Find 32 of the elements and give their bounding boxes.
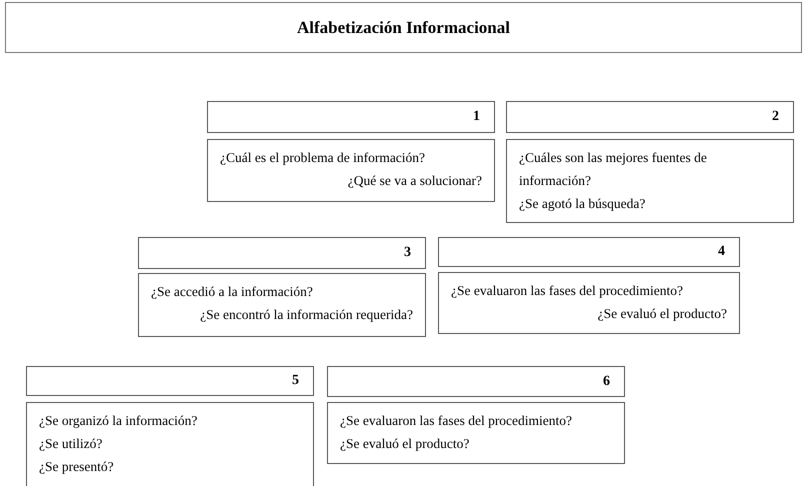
step-number: 6 (603, 374, 610, 390)
question-text: ¿Se presentó? (39, 458, 114, 476)
question-text: ¿Se evaluaron las fases del procedimiento? (340, 412, 572, 430)
question-panel (26, 402, 314, 486)
step-number: 5 (292, 373, 299, 389)
step-number: 2 (772, 109, 779, 125)
question-text: ¿Se organizó la información? (39, 412, 198, 430)
step-header-box (327, 366, 625, 397)
question-panel (438, 272, 740, 334)
title: Alfabetización Informacional (297, 18, 510, 38)
step-header-box (138, 237, 426, 269)
step-number: 1 (473, 109, 480, 125)
step-header-box (438, 237, 740, 267)
step-number: 4 (718, 244, 725, 260)
question-text: ¿Se accedió a la información? (151, 283, 313, 301)
question-text: ¿Qué se va a solucionar? (348, 172, 482, 190)
question-panel (138, 273, 426, 337)
step-header-box (207, 101, 495, 133)
question-panel (506, 139, 794, 223)
question-text: ¿Se agotó la búsqueda? (519, 195, 646, 213)
question-text: ¿Se evaluó el producto? (340, 435, 470, 453)
question-text: ¿Se utilizó? (39, 435, 102, 453)
question-text: ¿Cuál es el problema de información? (220, 149, 426, 167)
question-panel (327, 402, 625, 464)
question-panel (207, 139, 495, 202)
question-text: ¿Se encontró la información requerida? (200, 306, 413, 324)
step-header-box (506, 101, 794, 133)
step-header-box (26, 366, 314, 396)
question-text: ¿Se evaluó el producto? (598, 305, 727, 323)
step-number: 3 (404, 245, 411, 261)
question-text: ¿Cuáles son las mejores fuentes de información? (519, 149, 708, 190)
question-text: ¿Se evaluaron las fases del procedimiento? (451, 282, 684, 300)
